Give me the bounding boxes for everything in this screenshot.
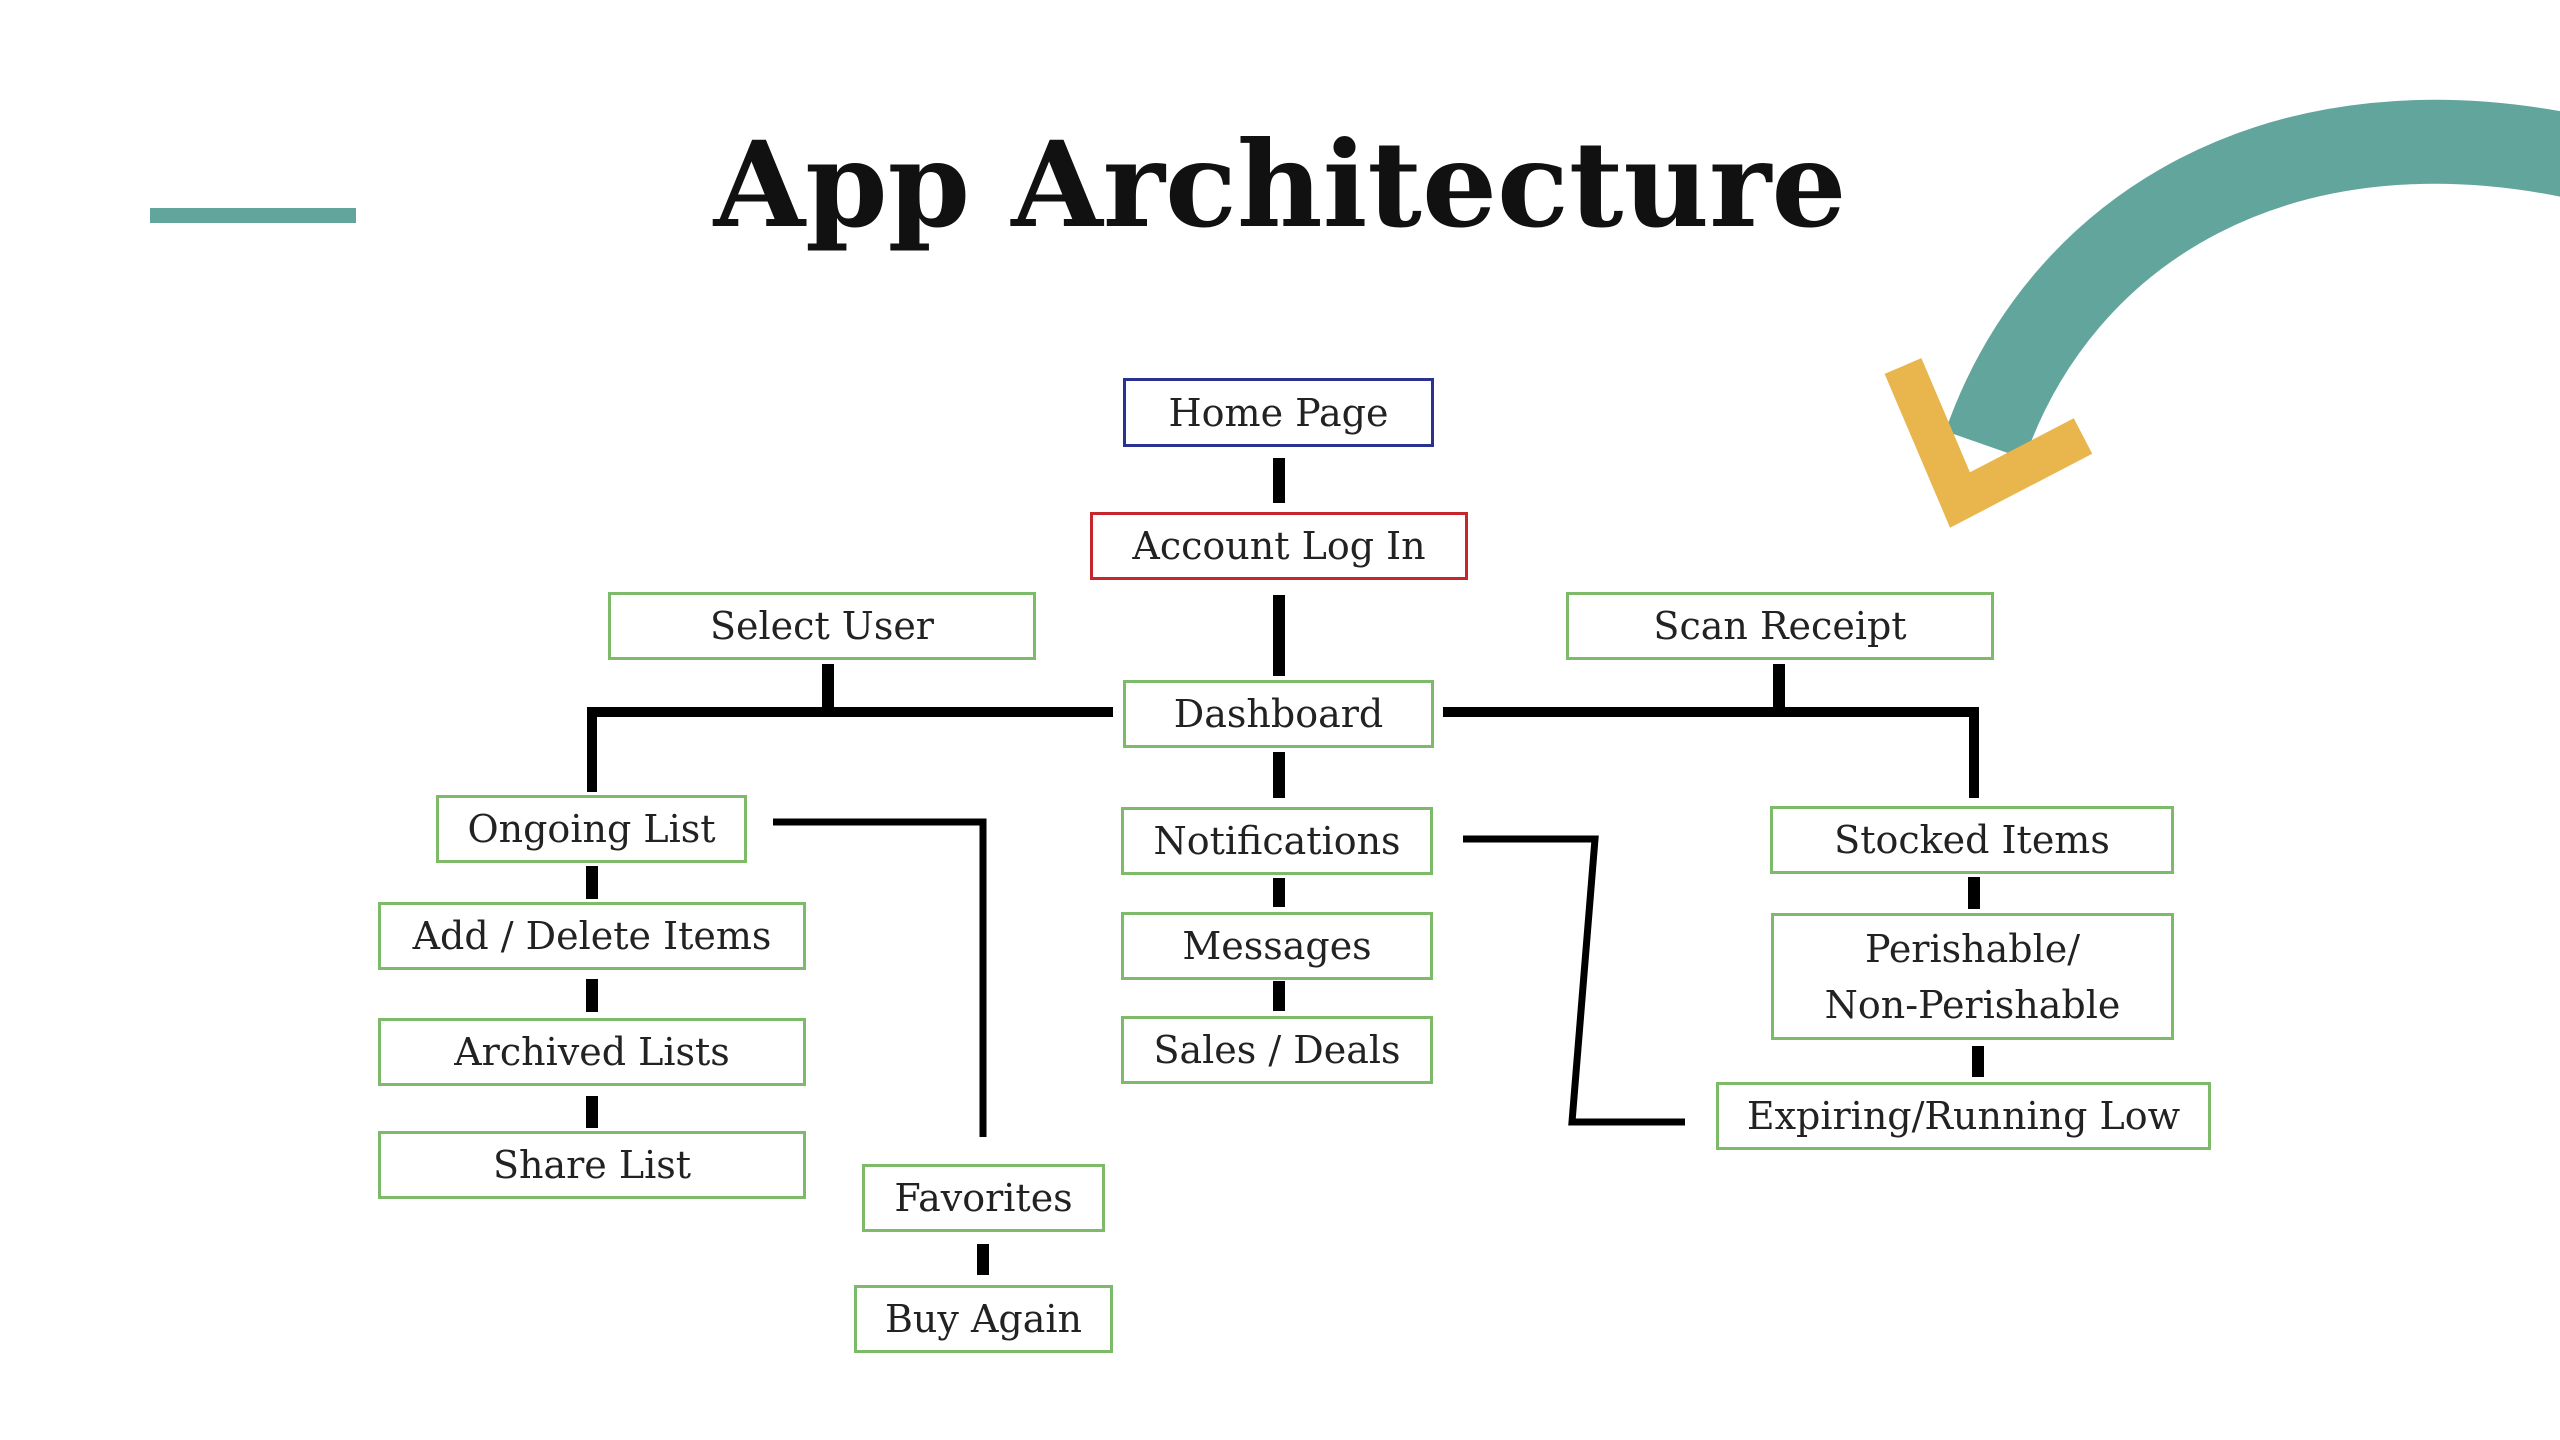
node-label: Home Page [1168,390,1389,435]
node-stocked-items[interactable]: Stocked Items [1770,806,2174,874]
node-scan-receipt[interactable]: Scan Receipt [1566,592,1994,660]
node-label: Select User [710,604,934,648]
node-label: Notifications [1153,819,1401,863]
node-label: Sales / Deals [1153,1028,1401,1072]
node-select-user[interactable]: Select User [608,592,1036,660]
node-label: Archived Lists [454,1030,730,1074]
node-label: Share List [492,1143,692,1187]
node-label: Scan Receipt [1653,604,1907,648]
node-favorites[interactable]: Favorites [862,1164,1105,1232]
node-label: Favorites [894,1176,1073,1220]
node-expiring-running-low[interactable]: Expiring/Running Low [1716,1082,2211,1150]
node-label: Ongoing List [467,807,716,851]
node-label: Stocked Items [1834,818,2110,862]
curved-arrow-icon [1945,99,2560,460]
node-label: Expiring/Running Low [1746,1094,2181,1138]
node-ongoing-list[interactable]: Ongoing List [436,795,747,863]
node-sales-deals[interactable]: Sales / Deals [1121,1016,1433,1084]
node-label: Messages [1182,924,1372,968]
connector-dashboard-stocked-items [1443,707,1979,798]
node-label-line-2: Non-Perishable [1824,982,2121,1027]
node-messages[interactable]: Messages [1121,912,1433,980]
node-buy-again[interactable]: Buy Again [854,1285,1113,1353]
node-account-log-in[interactable]: Account Log In [1090,512,1468,580]
connector-ongoing-favorites [773,818,987,1137]
page-title: App Architecture [713,115,1847,254]
connector-dashboard-ongoing-list [587,707,1113,792]
node-label: Account Log In [1132,524,1426,568]
node-archived-lists[interactable]: Archived Lists [378,1018,806,1086]
connector-notifications-expiring [1463,835,1685,1126]
node-dashboard[interactable]: Dashboard [1123,680,1434,748]
node-notifications[interactable]: Notifications [1121,807,1433,875]
node-perishable-non-perishable[interactable]: Perishable/ Non-Perishable [1771,913,2174,1040]
arrow-head-icon [1884,358,2093,528]
accent-bar-icon [150,208,356,223]
node-label: Buy Again [885,1297,1082,1341]
node-label-line-1: Perishable/ [1864,926,2081,971]
node-label: Add / Delete Items [412,914,772,958]
node-share-list[interactable]: Share List [378,1131,806,1199]
node-add-delete-items[interactable]: Add / Delete Items [378,902,806,970]
node-home-page[interactable]: Home Page [1123,378,1434,447]
node-label: Dashboard [1173,692,1384,736]
